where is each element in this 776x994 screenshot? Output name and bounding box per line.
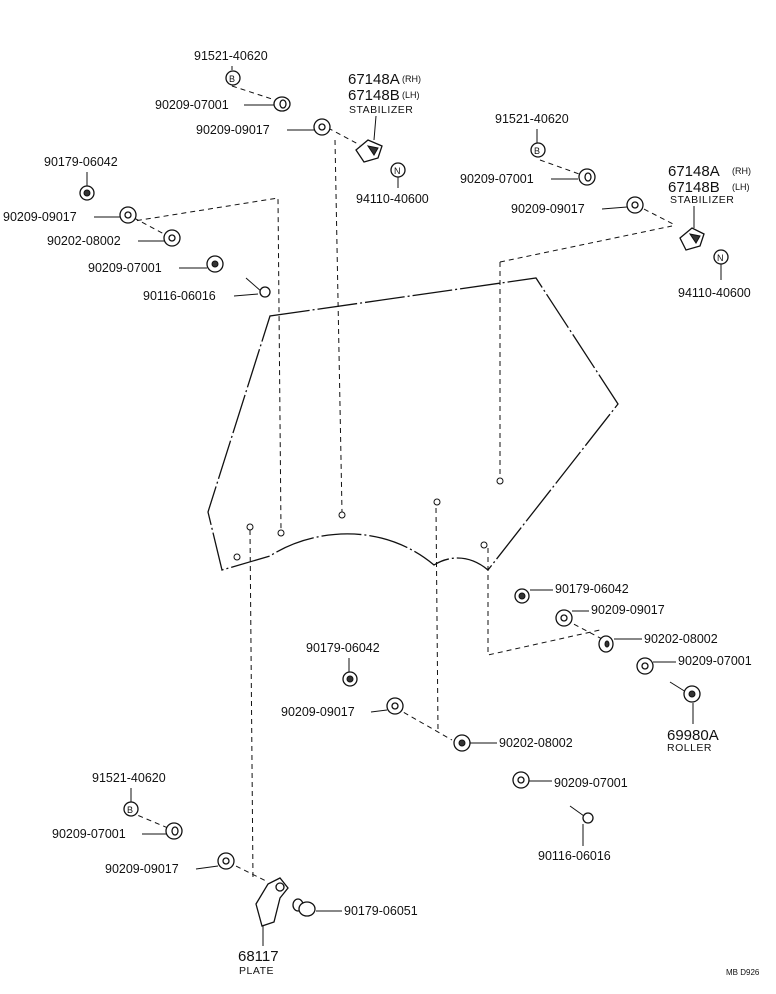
grommet-hole-icon <box>560 614 568 622</box>
washer-hole-icon <box>211 260 219 268</box>
part-label: 90209-07001 <box>52 827 126 841</box>
badge-n: N <box>394 166 401 176</box>
washer-hole-icon <box>517 776 525 784</box>
part-label: 90116-06016 <box>143 289 216 303</box>
part-label: 90209-09017 <box>281 705 355 719</box>
part-label: 90209-09017 <box>591 603 665 617</box>
screw-icon <box>292 898 316 917</box>
bolt-b-icon <box>225 70 241 86</box>
bolt-icon <box>569 805 594 824</box>
part-label: 90209-09017 <box>105 862 179 876</box>
washer-hole-icon <box>641 662 649 670</box>
top-right-cluster: 91521-40620 B 90209-07001 90209-09017 <box>460 112 644 216</box>
stabilizer-side-b: (LH) <box>402 90 420 100</box>
part-label: 90179-06042 <box>44 155 118 169</box>
part-label: 90209-07001 <box>155 98 229 112</box>
figure-code: MB D926 <box>726 968 760 977</box>
glass-hole <box>480 541 488 549</box>
part-label: 90209-07001 <box>88 261 162 275</box>
badge-n: N <box>717 253 724 263</box>
part-label: 90116-06016 <box>538 849 611 863</box>
stabilizer-left: 67148A (RH) 67148B (LH) STABILIZER N 941… <box>348 71 429 206</box>
stabilizer-bracket-icon <box>355 139 383 163</box>
nut-center-icon <box>346 675 354 683</box>
part-label: 90209-09017 <box>511 202 585 216</box>
stabilizer-code-a: 67148A <box>668 163 720 180</box>
plate-code: 68117 <box>238 948 279 965</box>
bolt-b-icon <box>530 142 546 158</box>
part-label: 90209-07001 <box>460 172 534 186</box>
grommet-hole-icon <box>222 857 230 865</box>
grommet-hole-icon <box>391 702 399 710</box>
stabilizer-side-a: (RH) <box>402 74 421 84</box>
glass-hole <box>277 529 285 537</box>
part-label: 90202-08002 <box>47 234 121 248</box>
stabilizer-side-b: (LH) <box>732 182 750 192</box>
top-left-cluster: 91521-40620 B 90209-07001 90209-09017 90… <box>3 49 331 303</box>
glass-hole <box>233 553 241 561</box>
mid-right-cluster: 90179-06042 90209-09017 90202-08002 9020… <box>514 582 752 754</box>
part-label: 90209-09017 <box>196 123 270 137</box>
part-label: 90209-09017 <box>3 210 77 224</box>
stabilizer-bracket-icon <box>679 227 705 251</box>
washer-hole-icon <box>604 640 610 648</box>
bottom-left-cluster: 91521-40620 B 90209-07001 90209-09017 68… <box>52 771 418 977</box>
grommet-hole-icon <box>631 201 639 209</box>
badge-b: B <box>534 146 540 156</box>
stabilizer-side-a: (RH) <box>732 166 751 176</box>
stabilizer-code-b: 67148B <box>348 87 400 104</box>
washer-hole-icon <box>279 99 287 109</box>
roller-icon <box>669 681 701 703</box>
part-label: 90179-06042 <box>306 641 380 655</box>
nut-center-icon <box>518 592 526 600</box>
mid-center-cluster: 90179-06042 90209-09017 90202-08002 <box>281 641 573 752</box>
stabilizer-right: 67148A (RH) 67148B (LH) STABILIZER N 941… <box>668 163 751 300</box>
part-label: 90179-06042 <box>555 582 629 596</box>
part-label: 90179-06051 <box>344 904 418 918</box>
stabilizer-code-a: 67148A <box>348 71 400 88</box>
grommet-hole-icon <box>318 123 326 131</box>
stabilizer-name: STABILIZER <box>349 104 413 116</box>
glass-hole <box>246 523 254 531</box>
glass-hole <box>338 511 346 519</box>
badge-b: B <box>229 74 235 84</box>
stabilizer-name: STABILIZER <box>670 194 734 206</box>
badge-b: B <box>127 805 133 815</box>
washer-hole-icon <box>171 826 179 836</box>
washer-hole-icon <box>458 739 466 747</box>
part-label: 94110-40600 <box>356 192 429 206</box>
part-label: 91521-40620 <box>92 771 166 785</box>
part-label: 91521-40620 <box>495 112 569 126</box>
glass-hole <box>496 477 504 485</box>
part-label: 91521-40620 <box>194 49 268 63</box>
assembly-lines <box>127 85 676 883</box>
door-glass <box>207 277 619 571</box>
roller-code: 69980A <box>667 727 719 744</box>
washer-hole-icon <box>168 234 176 242</box>
low-right-cluster: 90209-07001 90116-06016 <box>512 771 628 863</box>
roller-name: ROLLER <box>667 742 712 754</box>
part-label: 90209-07001 <box>554 776 628 790</box>
washer-hole-icon <box>584 172 592 182</box>
nut-center-icon <box>83 189 91 197</box>
part-label: 90202-08002 <box>499 736 573 750</box>
part-label: 90202-08002 <box>644 632 718 646</box>
plate-name: PLATE <box>239 965 274 977</box>
stabilizer-code-b: 67148B <box>668 179 720 196</box>
bolt-icon <box>245 277 271 298</box>
glass-hole <box>433 498 441 506</box>
part-label: 90209-07001 <box>678 654 752 668</box>
plate-icon <box>255 877 289 927</box>
part-label: 94110-40600 <box>678 286 751 300</box>
grommet-hole-icon <box>124 211 132 219</box>
bolt-b-icon <box>123 801 139 817</box>
